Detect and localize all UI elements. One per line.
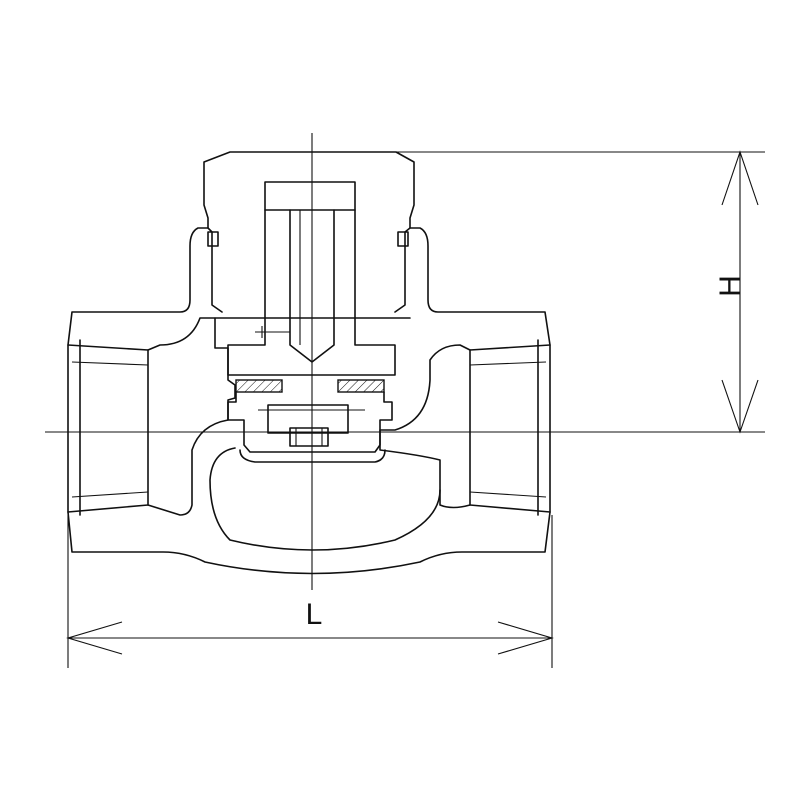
valve-body [67, 151, 551, 575]
lower-chamber [209, 447, 441, 551]
inner-cavity-left [147, 317, 236, 516]
right-thread-bore [469, 344, 551, 513]
height-arrow-top [721, 150, 759, 206]
length-arrow-right [497, 621, 554, 655]
dimension-length: L [66, 515, 554, 668]
right-thread-line-top [469, 361, 547, 366]
right-thread-line-bottom [469, 491, 547, 498]
disc-bolt [289, 427, 329, 447]
bonnet-cap [207, 181, 411, 376]
length-arrow-left [66, 621, 123, 655]
inner-cavity-right [379, 344, 471, 509]
body-outer-outline [67, 151, 551, 575]
left-thread-bore [67, 344, 149, 513]
bonnet-nut-right [397, 231, 409, 247]
disc-holder [227, 391, 393, 453]
stem-housing [264, 181, 356, 211]
lower-chamber-inner [239, 449, 386, 463]
centerlines [45, 133, 765, 590]
stem-body [289, 209, 335, 363]
valve-disc [227, 379, 393, 453]
valve-stem [255, 209, 335, 363]
height-arrow-bottom [721, 379, 759, 434]
dimension-height: H [396, 150, 765, 434]
left-thread-line-bottom [71, 491, 149, 498]
disc-nut [267, 404, 349, 434]
stem-guide [227, 209, 396, 376]
seat-ring-left [235, 379, 283, 393]
bonnet-thread-left [207, 227, 223, 313]
height-label: H [714, 275, 747, 297]
length-label: L [306, 598, 323, 631]
bonnet-nut-left [207, 231, 219, 247]
left-thread-line-top [71, 361, 149, 366]
bonnet-thread-right [394, 227, 411, 313]
seat-ring-right [337, 379, 385, 393]
